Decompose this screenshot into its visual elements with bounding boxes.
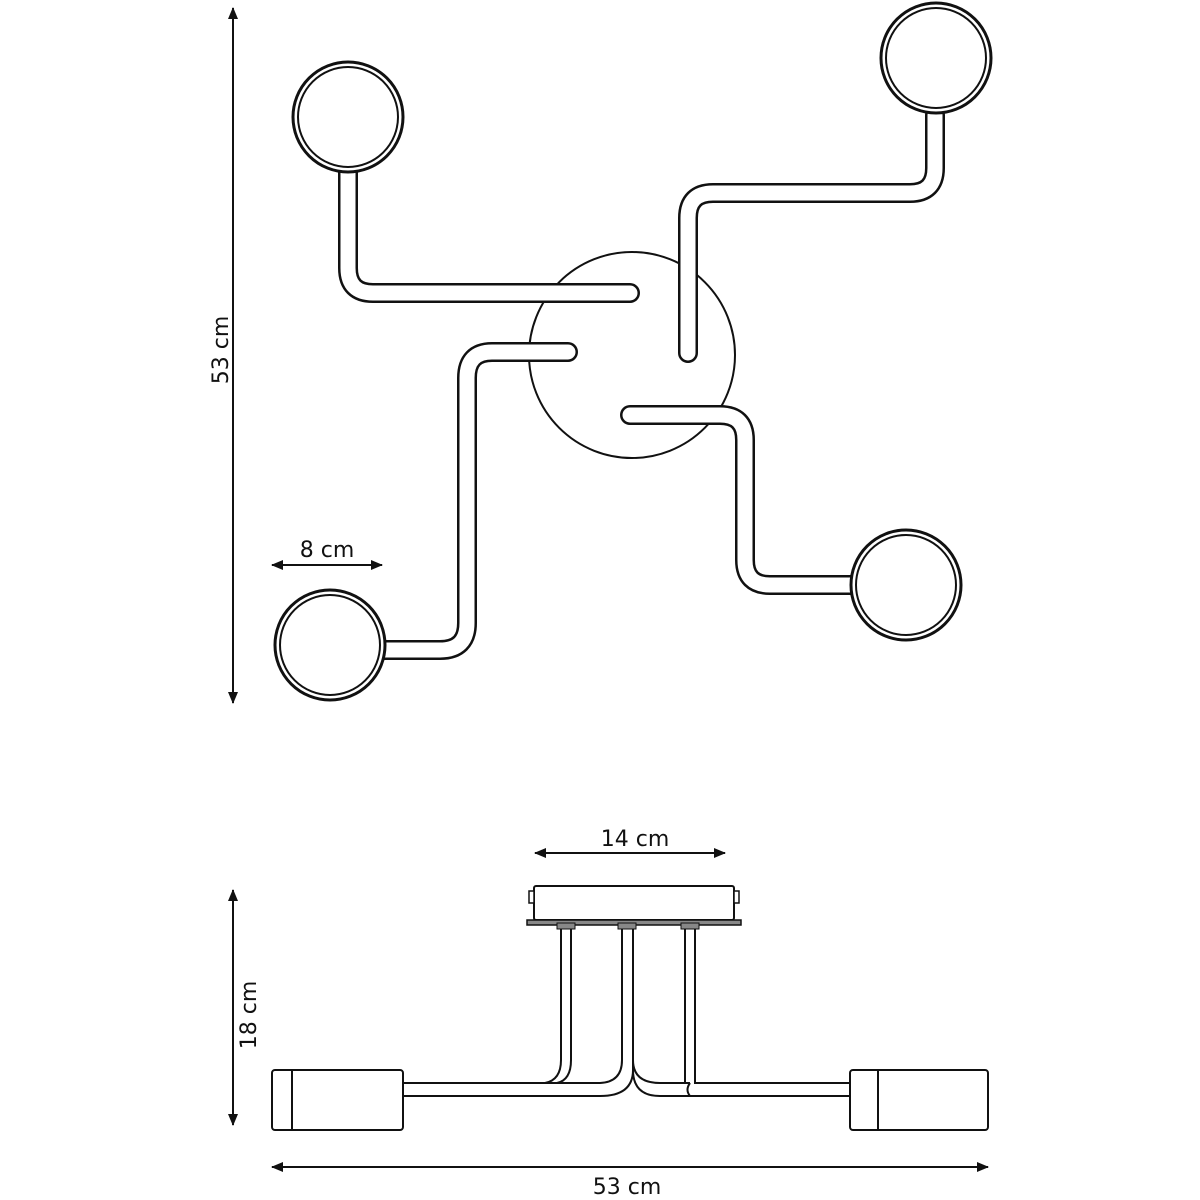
dimension-height-side: 18 cm [228, 889, 262, 1126]
lamp-head-right [849, 1069, 989, 1131]
side-view: 14 cm 18 cm 53 cm [228, 827, 989, 1200]
canopy-side [533, 885, 735, 921]
dimension-arm-offset: 8 cm [271, 538, 383, 570]
arm-bottom-right [620, 405, 862, 595]
dimension-canopy-width: 14 cm [534, 827, 726, 858]
dimension-width-side: 53 cm [271, 1162, 989, 1200]
dimension-label: 53 cm [209, 316, 234, 385]
arm-top-right [678, 105, 945, 363]
top-view: 53 cm 8 cm [209, 1, 993, 704]
arm-bottom-left [375, 342, 578, 660]
dimension-height-top: 53 cm [209, 6, 238, 704]
dimension-label: 18 cm [237, 981, 262, 1050]
lamp-head-left [271, 1069, 404, 1131]
globe-top-left [291, 60, 405, 174]
dimension-label: 53 cm [593, 1175, 662, 1200]
arm-top-left [338, 162, 640, 303]
globe-bottom-left [273, 588, 387, 702]
dimension-label: 14 cm [601, 827, 670, 852]
globe-bottom-right [849, 528, 963, 642]
dimension-label: 8 cm [300, 538, 355, 563]
side-tubes [403, 922, 850, 1097]
globe-top-right [879, 1, 993, 115]
